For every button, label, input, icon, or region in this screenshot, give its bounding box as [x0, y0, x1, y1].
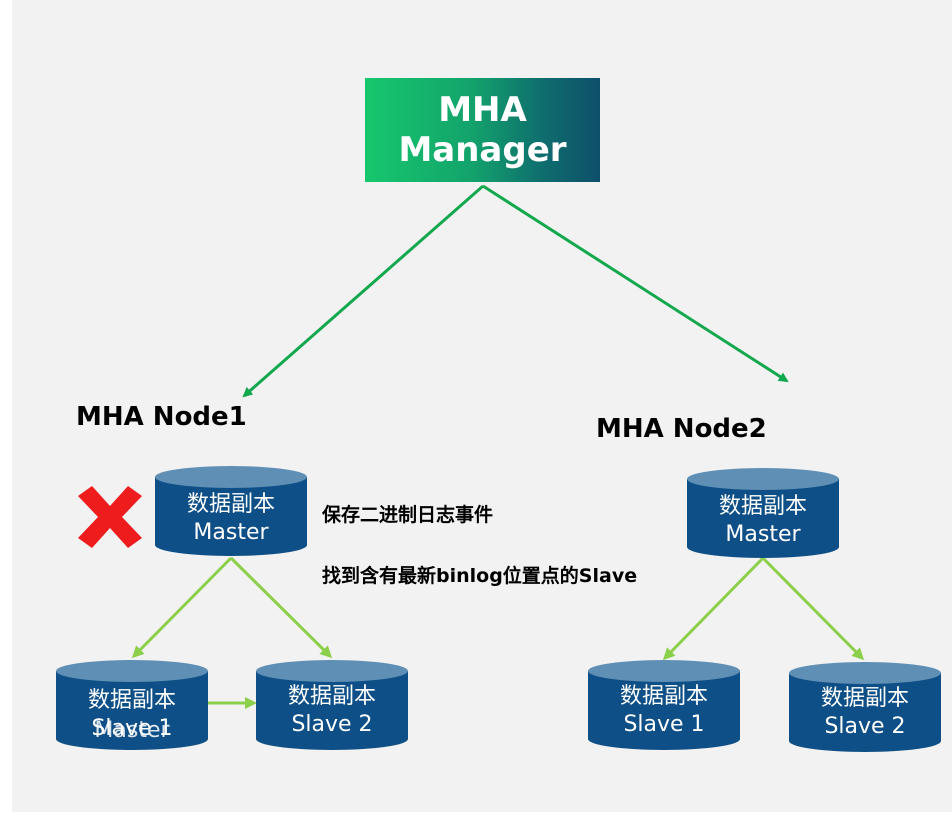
node2-master-to-slave1-arrow — [662, 556, 765, 661]
manager-line2: Manager — [398, 130, 567, 170]
db-label-line1: 数据副本 — [87, 688, 176, 713]
database-cylinder-icon — [56, 660, 208, 750]
db-label-line1: 数据副本 — [820, 686, 909, 711]
note-save-binlog: 保存二进制日志事件 — [322, 504, 494, 526]
database-cylinder-icon — [256, 660, 408, 750]
node1-master-db: 数据副本 Master — [155, 466, 307, 556]
node2-master-db: 数据副本 Master — [687, 468, 839, 558]
db-label-line1: 数据副本 — [718, 494, 807, 519]
db-label-line1: 数据副本 — [287, 684, 376, 709]
node1-title: MHA Node1 — [76, 402, 247, 432]
manager-to-node2-arrow — [482, 184, 789, 383]
db-label-line2: Slave 2 — [291, 712, 373, 737]
node1-slave2-db: 数据副本 Slave 2 — [256, 660, 408, 750]
note-find-latest-slave: 找到含有最新binlog位置点的Slave — [322, 565, 638, 587]
mha-manager-box: MHA Manager — [365, 78, 600, 182]
manager-to-node1-arrow — [242, 184, 484, 398]
db-label-line2: Slave 2 — [824, 714, 906, 739]
db-label-line2: Master — [725, 522, 801, 547]
database-cylinder-icon — [588, 660, 740, 750]
manager-line1: MHA — [438, 90, 527, 130]
node1-master-to-slave2-arrow — [229, 556, 333, 659]
database-cylinder-icon — [155, 466, 307, 556]
node2-master-to-slave2-arrow — [761, 556, 865, 661]
node2-slave1-db: 数据副本 Slave 1 — [588, 660, 740, 750]
db-label-line2: Slave 1 — [623, 712, 705, 737]
db-label-overlay: Master — [94, 718, 170, 743]
red-x-icon — [78, 486, 142, 548]
db-label-line2: Slave 1 — [91, 716, 173, 741]
node2-slave2-db: 数据副本 Slave 2 — [789, 662, 941, 752]
db-label-line2: Master — [193, 520, 269, 545]
node2-title: MHA Node2 — [596, 414, 767, 444]
db-label-line1: 数据副本 — [186, 492, 275, 517]
database-cylinder-icon — [687, 468, 839, 558]
node1-master-to-slave1-arrow — [131, 556, 233, 659]
node1-slave1-db: 数据副本 Slave 1 Master — [56, 660, 208, 750]
database-cylinder-icon — [789, 662, 941, 752]
db-label-line1: 数据副本 — [619, 684, 708, 709]
